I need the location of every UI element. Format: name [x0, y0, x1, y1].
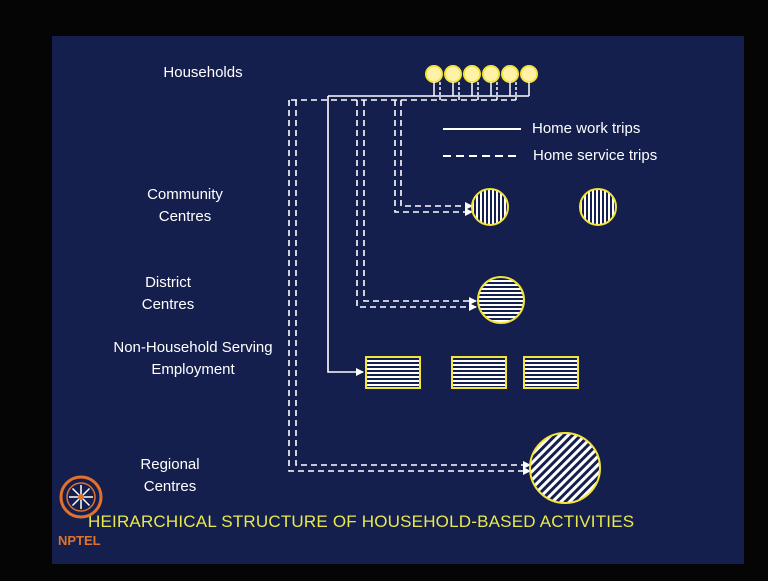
employment-block-1 [365, 356, 421, 389]
community-centre-2 [579, 188, 617, 226]
household-node [444, 65, 462, 83]
household-node [482, 65, 500, 83]
regional-centre [529, 432, 601, 504]
community-centre-1 [471, 188, 509, 226]
nptel-logo-icon [59, 475, 103, 519]
service-trip-regional [295, 100, 531, 469]
household-node [425, 65, 443, 83]
service-trip-community [400, 100, 473, 210]
legend-work-label: Home work trips [532, 120, 641, 137]
employment-block-2 [451, 356, 507, 389]
household-node [463, 65, 481, 83]
legend-service-label: Home service trips [533, 147, 658, 164]
nptel-logo-text: NPTEL [58, 533, 101, 548]
slide [52, 36, 744, 564]
trip-paths [288, 96, 531, 475]
regional-centres-label: Regional Centres [140, 456, 200, 495]
district-centre [477, 276, 525, 324]
district-centres-label: District Centres [141, 274, 195, 313]
legend-lines [443, 128, 521, 157]
household-node [520, 65, 538, 83]
household-node [501, 65, 519, 83]
households-label: Households [163, 64, 243, 81]
slide-title: HEIRARCHICAL STRUCTURE OF HOUSEHOLD-BASE… [88, 512, 635, 531]
employment-block-3 [523, 356, 579, 389]
community-centres-label: Community Centres [147, 186, 223, 225]
household-nodes [425, 65, 538, 83]
household-connectors [291, 82, 530, 101]
non-household-employment-label: Non-Household Serving Employment [113, 339, 273, 378]
work-trip-employment [327, 96, 364, 376]
service-trip-district [363, 100, 477, 305]
